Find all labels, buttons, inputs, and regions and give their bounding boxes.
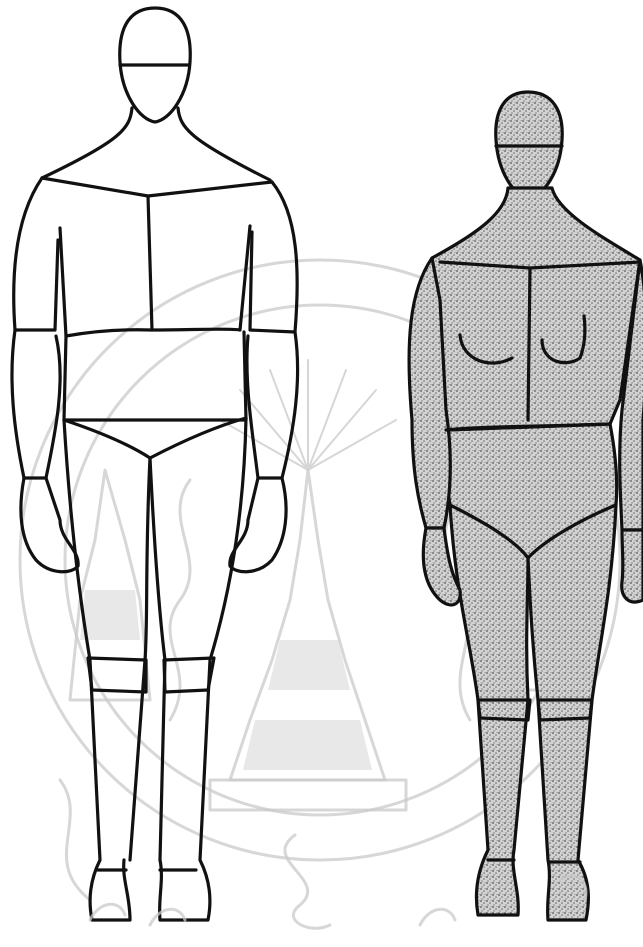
male-mannequin — [12, 8, 298, 920]
female-mannequin — [409, 92, 643, 920]
